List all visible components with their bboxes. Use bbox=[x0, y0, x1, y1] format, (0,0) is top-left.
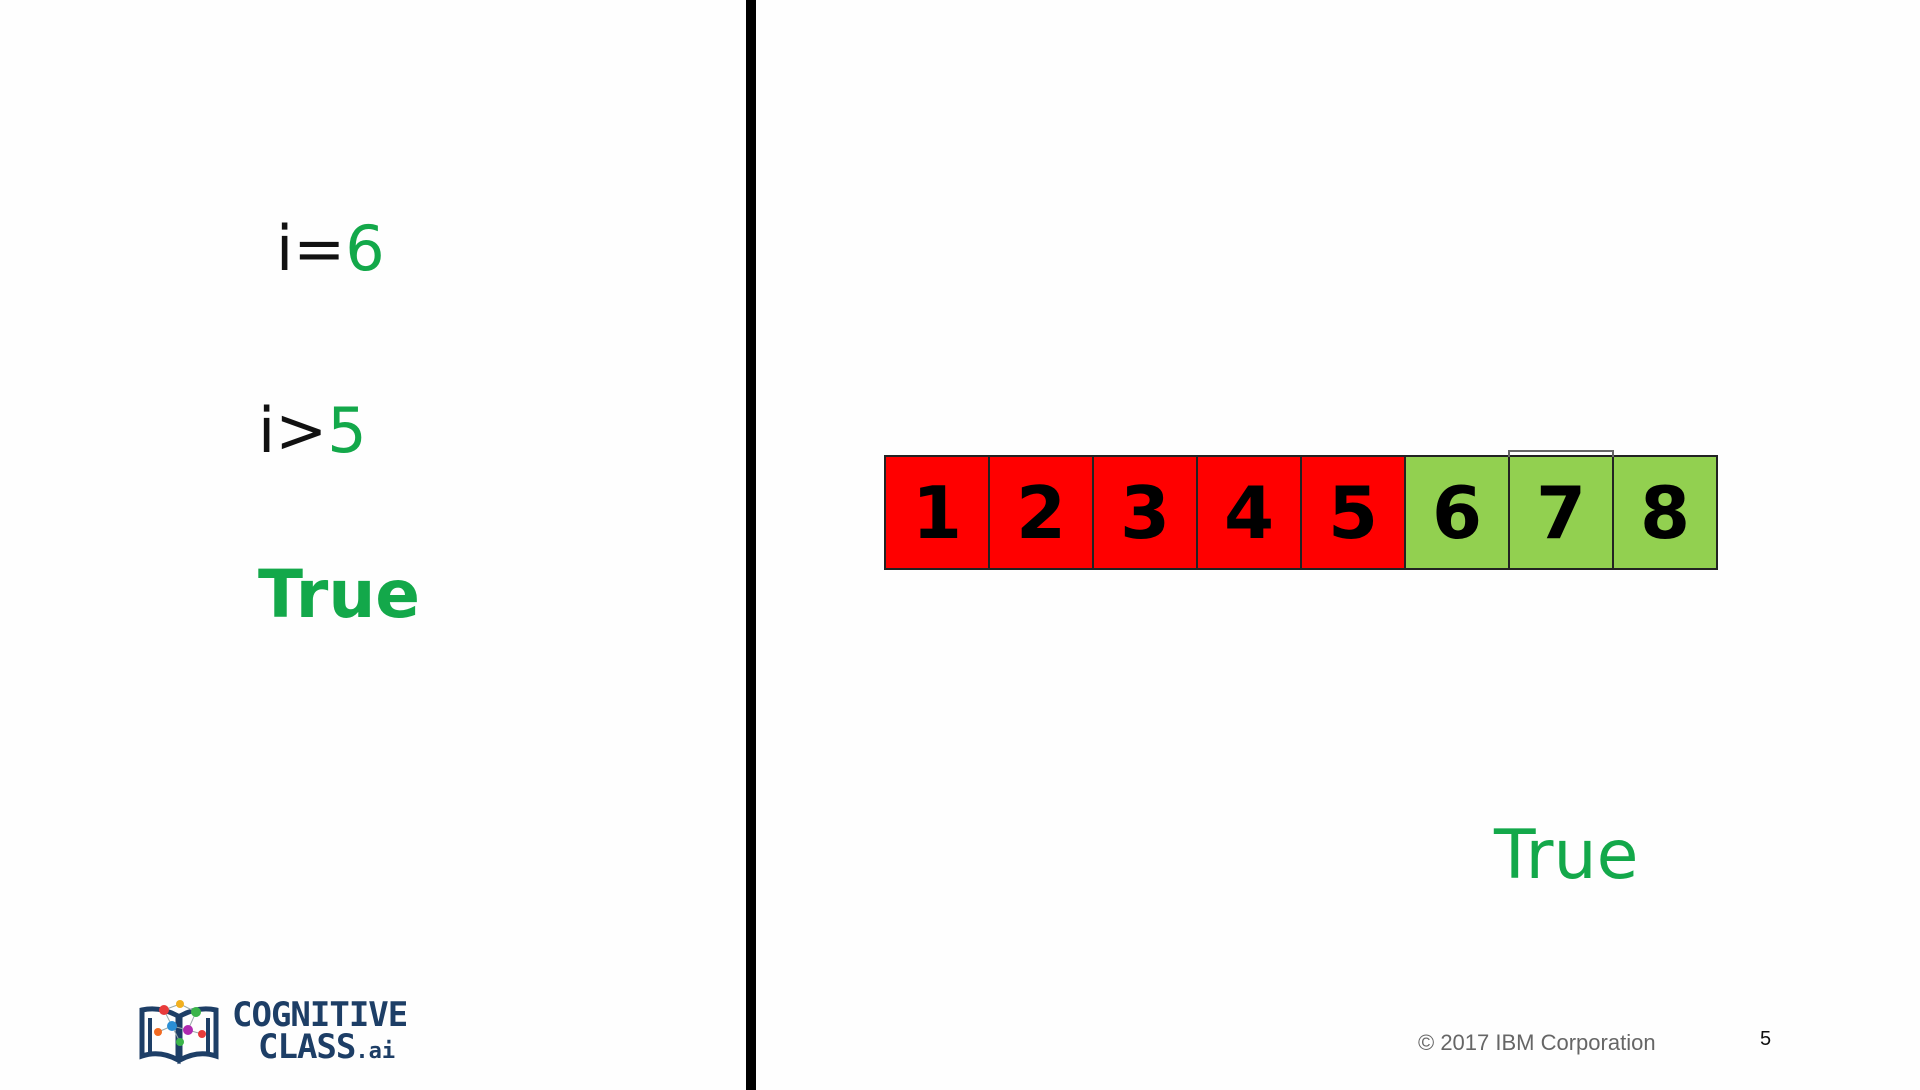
array-cell: 2 bbox=[988, 457, 1092, 568]
vertical-divider bbox=[746, 0, 756, 1090]
cognitive-class-logo: COGNITIVE CLASS.ai bbox=[136, 994, 408, 1067]
logo-wordmark: COGNITIVE CLASS.ai bbox=[232, 994, 408, 1067]
logo-line-2: CLASS bbox=[258, 1027, 356, 1067]
array-cell: 1 bbox=[886, 457, 988, 568]
array-result: True bbox=[1494, 816, 1639, 895]
comparison-expression: i>5 bbox=[258, 400, 367, 462]
assignment-variable: i= bbox=[276, 212, 346, 285]
assignment-value: 6 bbox=[345, 212, 385, 285]
logo-line-1: COGNITIVE bbox=[232, 994, 408, 1035]
array-cell: 7 bbox=[1508, 450, 1614, 568]
comparison-result: True bbox=[258, 556, 421, 633]
copyright-notice: © 2017 IBM Corporation bbox=[1418, 1030, 1656, 1055]
logo-suffix: .ai bbox=[355, 1039, 396, 1064]
array-cell: 6 bbox=[1404, 457, 1508, 568]
page-number: 5 bbox=[1760, 1028, 1772, 1050]
array-cell: 4 bbox=[1196, 457, 1300, 568]
assignment-expression: i=6 bbox=[276, 218, 385, 280]
book-network-icon bbox=[139, 1000, 219, 1065]
array-cell: 5 bbox=[1300, 457, 1404, 568]
array-cell: 8 bbox=[1612, 457, 1716, 568]
comparison-variable: i> bbox=[258, 394, 328, 467]
array-cell: 3 bbox=[1092, 457, 1196, 568]
comparison-value: 5 bbox=[327, 394, 367, 467]
